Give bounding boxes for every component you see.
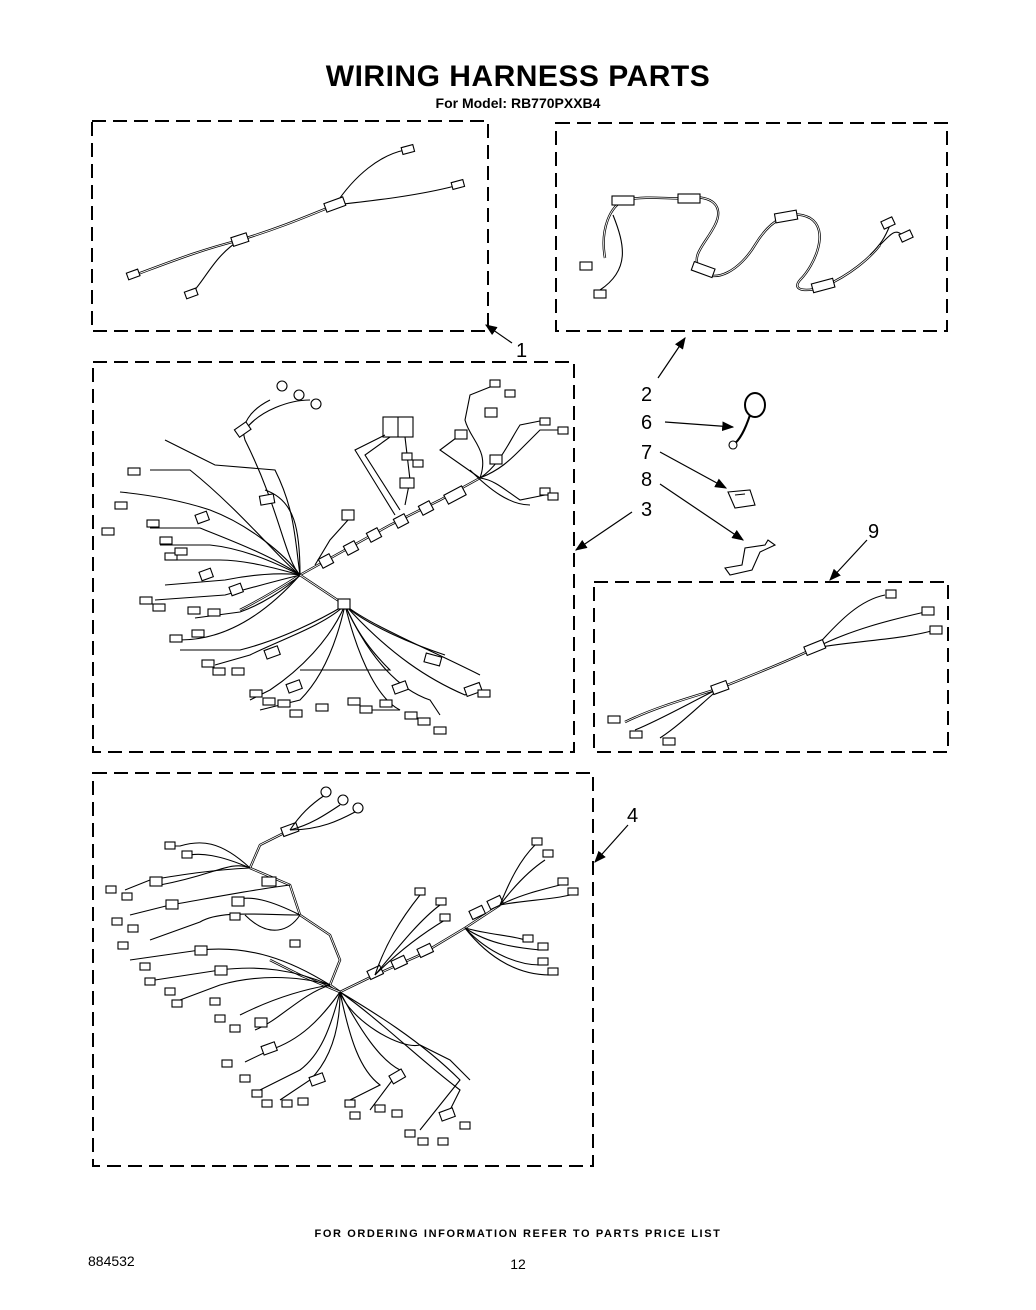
harness-9-box: [593, 581, 949, 753]
harness-3-drawing: [101, 379, 569, 735]
part-7-clip: [727, 489, 756, 509]
part-6-ring: [728, 392, 766, 450]
leader-1: [485, 324, 513, 344]
leader-8: [659, 483, 744, 541]
leader-7: [659, 451, 728, 489]
leader-2: [657, 337, 686, 379]
part-8-bracket: [724, 539, 777, 576]
model-subtitle: For Model: RB770PXXB4: [435, 95, 601, 111]
harness-2-drawing: [579, 193, 914, 299]
leader-4: [594, 824, 629, 863]
harness-2-box: [555, 122, 948, 332]
leader-6: [664, 421, 735, 431]
callout-4: 4: [627, 805, 638, 827]
callout-2: 2: [641, 384, 652, 406]
callout-1: 1: [516, 340, 527, 362]
harness-4-box: [92, 772, 594, 1167]
leader-3: [575, 511, 633, 551]
page-number: 12: [510, 1256, 526, 1272]
callout-3: 3: [641, 499, 652, 521]
callout-8: 8: [641, 469, 652, 491]
callout-9: 9: [868, 521, 879, 543]
harness-9-drawing: [607, 589, 943, 746]
document-number: 884532: [88, 1253, 135, 1269]
callout-6: 6: [641, 412, 652, 434]
leader-9: [829, 539, 868, 581]
harness-4-drawing: [105, 786, 579, 1146]
harness-3-box: [92, 361, 575, 753]
ordering-note: FOR ORDERING INFORMATION REFER TO PARTS …: [314, 1228, 722, 1240]
page-title: WIRING HARNESS PARTS: [325, 60, 711, 93]
harness-1-box: [91, 120, 489, 332]
callout-7: 7: [641, 442, 652, 464]
harness-1-drawing: [125, 143, 466, 300]
